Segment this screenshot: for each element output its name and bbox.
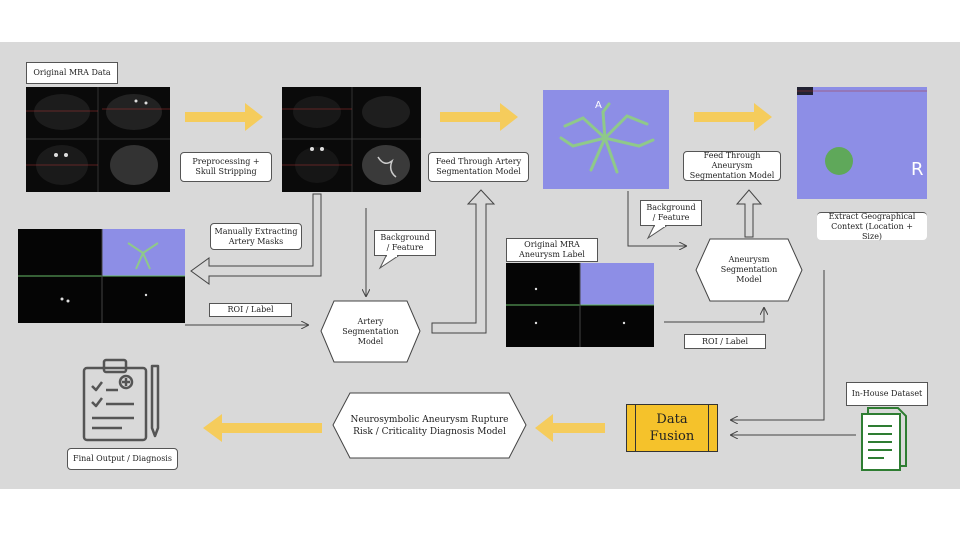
artery-3d-render: A — [543, 90, 669, 189]
artery-segmentation-model: Artery Segmentation Model — [320, 300, 421, 363]
yellow-arrow-4 — [535, 414, 605, 442]
label-manual-masks: Manually Extracting Artery Masks — [210, 223, 302, 250]
fusion-right-bar — [708, 405, 717, 451]
fusion-left-bar — [627, 405, 636, 451]
hollow-arrow-masks — [190, 193, 322, 285]
neurosymbolic-text: Neurosymbolic Aneurysm Rupture Risk / Cr… — [350, 414, 509, 437]
hollow-arrow-aneurysm-up — [735, 189, 763, 238]
data-fusion-text: Data Fusion — [649, 412, 695, 444]
yellow-arrow-1 — [185, 103, 263, 131]
render-letter-a: A — [595, 100, 602, 111]
label-aneurysm-label: Original MRA Aneurysm Label — [506, 238, 598, 262]
preprocessed-image — [282, 87, 421, 192]
aneurysm-segmentation-model: Aneurysm Segmentation Model — [695, 238, 803, 302]
render-letter-r: R — [911, 159, 924, 180]
label-preprocessing: Preprocessing + Skull Stripping — [180, 152, 272, 182]
original-mra-image — [26, 87, 170, 192]
yellow-arrow-5 — [203, 414, 322, 442]
artery-model-text: Artery Segmentation Model — [342, 316, 399, 346]
aneurysm-3d-render: R — [797, 87, 927, 199]
label-original-mra: Original MRA Data — [26, 62, 118, 84]
yellow-arrow-3 — [694, 103, 772, 131]
label-bg-feature-1: Background / Feature — [374, 230, 436, 256]
label-in-house: In-House Dataset — [846, 382, 928, 406]
yellow-arrow-2 — [440, 103, 518, 131]
data-fusion-box: Data Fusion — [626, 404, 718, 452]
aneurysm-label-image — [506, 263, 654, 347]
neurosymbolic-model: Neurosymbolic Aneurysm Rupture Risk / Cr… — [332, 392, 527, 459]
aneurysm-model-text: Aneurysm Segmentation Model — [720, 255, 778, 284]
label-final-output: Final Output / Diagnosis — [67, 448, 178, 470]
artery-masks-image — [18, 229, 185, 323]
label-extract-context: Extract Geographical Context (Location +… — [817, 212, 927, 241]
label-roi-2: ROI / Label — [684, 334, 766, 349]
label-feed-aneurysm: Feed Through Aneurysm Segmentation Model — [683, 151, 781, 181]
label-roi-1: ROI / Label — [209, 303, 292, 317]
label-feed-artery: Feed Through Artery Segmentation Model — [428, 152, 529, 182]
label-bg-feature-2: Background / Feature — [640, 200, 702, 226]
hollow-arrow-artery-up — [431, 189, 496, 334]
